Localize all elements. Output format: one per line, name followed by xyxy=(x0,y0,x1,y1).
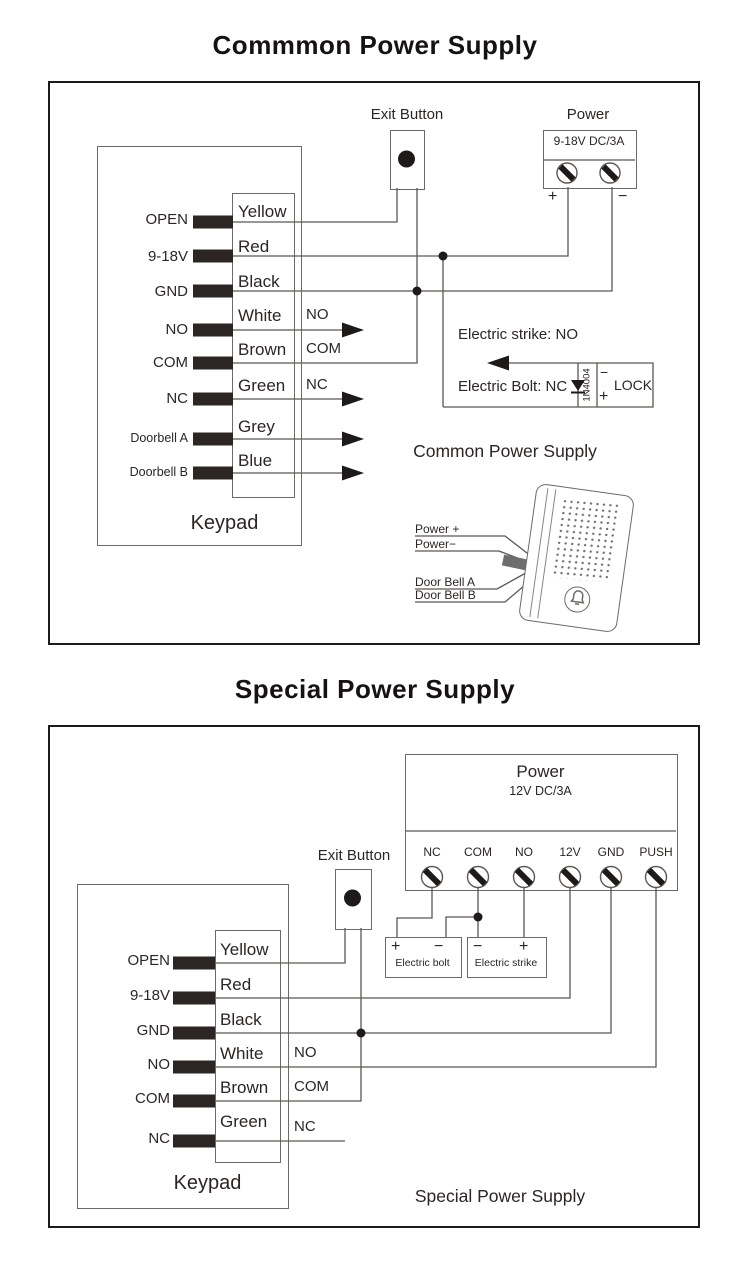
keypad1-pin-gnd: GND xyxy=(154,283,188,300)
power1-rating: 9-18V DC/3A xyxy=(553,134,625,148)
wire1-white: White xyxy=(238,306,282,325)
wire2-red: Red xyxy=(220,975,252,994)
strike-minus: − xyxy=(473,938,483,955)
keypad2-outline xyxy=(77,884,289,1209)
signal1-no: NO xyxy=(306,306,329,323)
doorbell-wire-b: Door Bell B xyxy=(415,588,476,602)
keypad1-pin-9-18v: 9-18V xyxy=(147,248,188,265)
keypad2-label: Keypad xyxy=(173,1172,242,1194)
exit-button2-label: Exit Button xyxy=(317,847,391,864)
keypad2-wire-color-box xyxy=(215,930,281,1163)
diagram1-arrowheads xyxy=(342,322,509,481)
diagram2-title: Special Power Supply xyxy=(234,674,516,704)
diagram1-wire-stubs xyxy=(193,215,233,480)
terminal-com: COM xyxy=(464,845,492,859)
keypad1-pin-doorbell-b: Doorbell B xyxy=(129,465,188,479)
keypad1-pin-doorbell-a: Doorbell A xyxy=(130,431,188,445)
wire2-green: Green xyxy=(220,1112,268,1131)
wire2-white: White xyxy=(220,1044,264,1063)
electric-bolt-box xyxy=(385,937,462,978)
power1-label: Power xyxy=(566,106,610,123)
doorbell-wire-power-plus: Power + xyxy=(415,522,460,536)
keypad2-pin-no: NO xyxy=(147,1056,171,1073)
keypad2-pin-open: OPEN xyxy=(127,952,170,969)
doorbell-wire-power-minus: Power− xyxy=(415,537,457,551)
diagram1-title: Commmon Power Supply xyxy=(212,30,538,60)
doorbell-illustration xyxy=(517,482,636,634)
power1-screw-icons xyxy=(556,162,621,184)
lock-minus: − xyxy=(600,364,609,380)
strike-plus: + xyxy=(519,938,529,955)
terminal-no: NO xyxy=(515,845,533,859)
wire1-red: Red xyxy=(238,237,270,256)
keypad2-pin-nc: NC xyxy=(148,1130,170,1147)
exit-button2 xyxy=(335,869,372,930)
signal2-no: NO xyxy=(294,1044,317,1061)
signal1-com: COM xyxy=(306,340,341,357)
signal1-nc: NC xyxy=(306,376,328,393)
electric-strike-note: Electric strike: NO xyxy=(458,326,579,343)
bolt-plus: + xyxy=(391,938,401,955)
electric-strike-box xyxy=(467,937,547,978)
doorbell-speaker-grille xyxy=(551,497,623,583)
electric-bolt-note: Electric Bolt: NC xyxy=(458,378,568,395)
keypad2-pin-com: COM xyxy=(135,1090,170,1107)
doorbell-wire-a: Door Bell A xyxy=(415,575,476,589)
wire1-grey: Grey xyxy=(238,417,275,436)
keypad1-pin-nc: NC xyxy=(166,390,188,407)
terminal-push: PUSH xyxy=(639,845,673,859)
keypad2-pin-9-18v: 9-18V xyxy=(129,987,170,1004)
junction-dots-2 xyxy=(344,889,483,1038)
bolt-minus: − xyxy=(434,938,444,955)
bolt-label: Electric bolt xyxy=(395,957,450,969)
signal2-nc: NC xyxy=(294,1118,316,1135)
power1-plus: + xyxy=(548,188,558,205)
lock-label: LOCK xyxy=(614,377,653,393)
keypad1-outline xyxy=(97,146,302,546)
junction-dots-1 xyxy=(398,150,448,296)
diagram1-caption: Common Power Supply xyxy=(413,441,597,461)
diagram2-wire-stubs xyxy=(173,956,215,1148)
wire2-black: Black xyxy=(220,1010,262,1029)
terminal-nc: NC xyxy=(423,845,441,859)
terminal-12v: 12V xyxy=(559,845,581,859)
power1-minus: − xyxy=(618,188,628,205)
diagram2-frame xyxy=(48,725,700,1228)
exit-button1-label: Exit Button xyxy=(370,106,444,123)
diagram2-caption: Special Power Supply xyxy=(414,1186,586,1206)
wire1-green: Green xyxy=(238,376,286,395)
wire2-brown: Brown xyxy=(220,1078,269,1097)
keypad1-wire-color-box xyxy=(232,193,295,498)
power2-label: Power xyxy=(516,762,565,781)
keypad2-pin-gnd: GND xyxy=(136,1022,170,1039)
wire1-black: Black xyxy=(238,272,280,291)
strike-label: Electric strike xyxy=(474,957,538,969)
wire1-blue: Blue xyxy=(238,451,273,470)
keypad1-pin-no: NO xyxy=(165,321,189,338)
exit-button1 xyxy=(390,130,425,190)
keypad1-label: Keypad xyxy=(190,512,259,534)
lock-plus: + xyxy=(599,388,609,405)
wire1-yellow: Yellow xyxy=(238,202,287,221)
diagram1-frame xyxy=(48,81,700,645)
diode-icon xyxy=(571,380,585,394)
doorbell-button xyxy=(562,584,592,615)
signal2-com: COM xyxy=(294,1078,329,1095)
terminal-gnd: GND xyxy=(597,845,625,859)
power2-rating: 12V DC/3A xyxy=(509,784,572,798)
doorbell-side-panel xyxy=(529,488,557,619)
wire2-yellow: Yellow xyxy=(220,940,269,959)
bell-icon xyxy=(569,590,585,605)
diagram1-wires xyxy=(233,159,654,603)
diagram2-wires xyxy=(215,830,676,1142)
power2-terminal-block xyxy=(405,754,678,891)
keypad1-pin-com: COM xyxy=(153,354,188,371)
power2-screw-icons xyxy=(420,865,668,889)
keypad1-pin-open: OPEN xyxy=(145,211,188,228)
wire1-brown: Brown xyxy=(238,340,287,359)
